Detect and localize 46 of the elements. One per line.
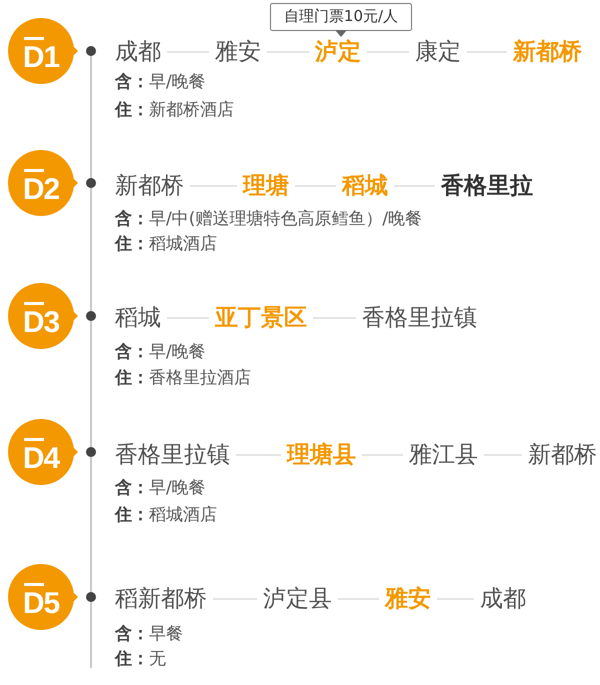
place-name: 稻新都桥 <box>109 585 213 613</box>
place-name: 香格里拉 <box>435 172 539 200</box>
route-line <box>236 454 282 456</box>
day-number: D1 <box>22 45 60 71</box>
meals-note: 含：早餐 <box>115 623 183 645</box>
day-badge <box>8 283 78 349</box>
place-name: 泸定县 <box>257 585 338 613</box>
lodging-note: 住：香格里拉酒店 <box>115 367 251 389</box>
place-name: 雅安 <box>209 38 267 66</box>
day-number: D5 <box>22 591 60 617</box>
lodging-note: 住：无 <box>115 648 166 670</box>
place-name: 稻城 <box>109 304 167 332</box>
place-name: 康定 <box>409 38 467 66</box>
lodging-note: 住：新都桥酒店 <box>115 99 234 121</box>
day-badge <box>8 564 78 630</box>
lodging-note: 住：稻城酒店 <box>115 504 217 526</box>
place-name: 成都 <box>109 38 167 66</box>
route-line <box>212 598 258 600</box>
route-line <box>362 454 404 456</box>
place-name: 新都桥 <box>507 38 588 66</box>
day-badge <box>8 419 78 485</box>
day-number: D2 <box>22 177 60 203</box>
place-name: 香格里拉镇 <box>109 441 236 469</box>
place-name: 成都 <box>474 585 532 613</box>
day-number: D4 <box>22 446 60 472</box>
day-number: D3 <box>22 310 60 336</box>
route-line <box>436 598 474 600</box>
lodging-note: 住：稻城酒店 <box>115 233 217 255</box>
day-badge <box>8 18 78 84</box>
place-name: 雅江县 <box>403 441 484 469</box>
meals-note: 含：早/晚餐 <box>115 477 206 499</box>
place-name: 新都桥 <box>109 172 190 200</box>
place-name: 稻城 <box>336 172 394 200</box>
meals-note: 含：早/晚餐 <box>115 341 206 363</box>
route-line <box>338 598 380 600</box>
day-badge <box>8 150 78 216</box>
place-name: 亚丁景区 <box>209 304 313 332</box>
place-name: 泸定 <box>309 38 367 66</box>
place-name: 新都桥 <box>522 441 600 469</box>
place-name: 香格里拉镇 <box>356 304 483 332</box>
place-name: 雅安 <box>379 585 437 613</box>
meals-note: 含：早/晚餐 <box>115 71 206 93</box>
place-name: 理塘县 <box>281 441 362 469</box>
meals-note: 含：早/中(赠送理塘特色高原鳕鱼）/晚餐 <box>115 208 422 230</box>
place-name: 理塘 <box>237 172 295 200</box>
route-line <box>484 454 522 456</box>
